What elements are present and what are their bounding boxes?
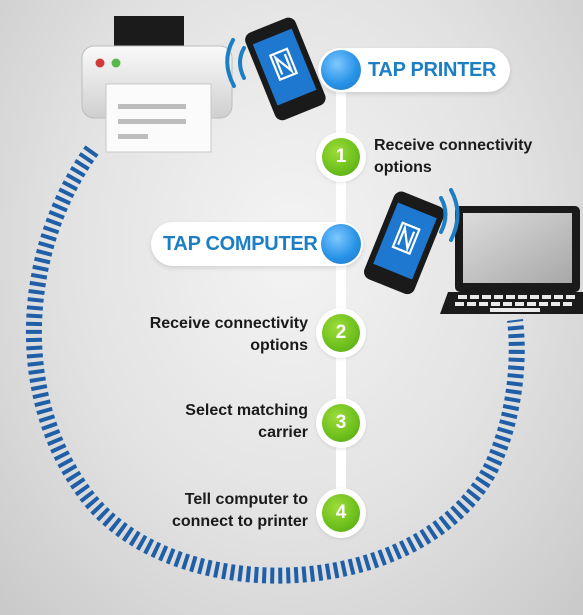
step-3-line1: Select matching: [185, 402, 308, 419]
step-2-text: Receive connectivity options: [130, 313, 308, 357]
step-2-badge: 2: [316, 308, 366, 358]
step-1-number: 1: [322, 138, 360, 176]
step-3-number: 3: [322, 404, 360, 442]
phone-nfc-icon: [364, 191, 445, 295]
step-1-text: Receive connectivity options: [374, 135, 532, 179]
step-2-line2: options: [250, 337, 308, 354]
laptop-icon: [440, 206, 583, 314]
printer-icon: [81, 16, 233, 153]
step-3-line2: carrier: [258, 424, 308, 441]
step-2-line1: Receive connectivity: [149, 315, 308, 332]
tap-computer-label: TAP COMPUTER: [163, 233, 318, 255]
tap-printer-label: TAP PRINTER: [368, 59, 497, 81]
step-4-badge: 4: [316, 488, 366, 538]
wireless-waves-icon: [225, 38, 246, 88]
step-4-line1: Tell computer to: [184, 491, 308, 508]
phone-nfc-icon: [245, 17, 326, 121]
step-1-badge: 1: [316, 132, 366, 182]
step-3-text: Select matching carrier: [130, 400, 308, 444]
step-1-line1: Receive connectivity: [374, 137, 533, 154]
step-4-line2: connect to printer: [171, 513, 308, 530]
step-4-number: 4: [322, 494, 360, 532]
step-1-line2: options: [374, 159, 432, 176]
step-2-number: 2: [322, 314, 360, 352]
tap-computer-dot: [321, 224, 361, 264]
step-3-badge: 3: [316, 398, 366, 448]
cycle-arc: [25, 145, 525, 584]
step-4-text: Tell computer to connect to printer: [130, 489, 308, 533]
wireless-waves-icon: [439, 188, 460, 242]
tap-printer-dot: [321, 50, 361, 90]
